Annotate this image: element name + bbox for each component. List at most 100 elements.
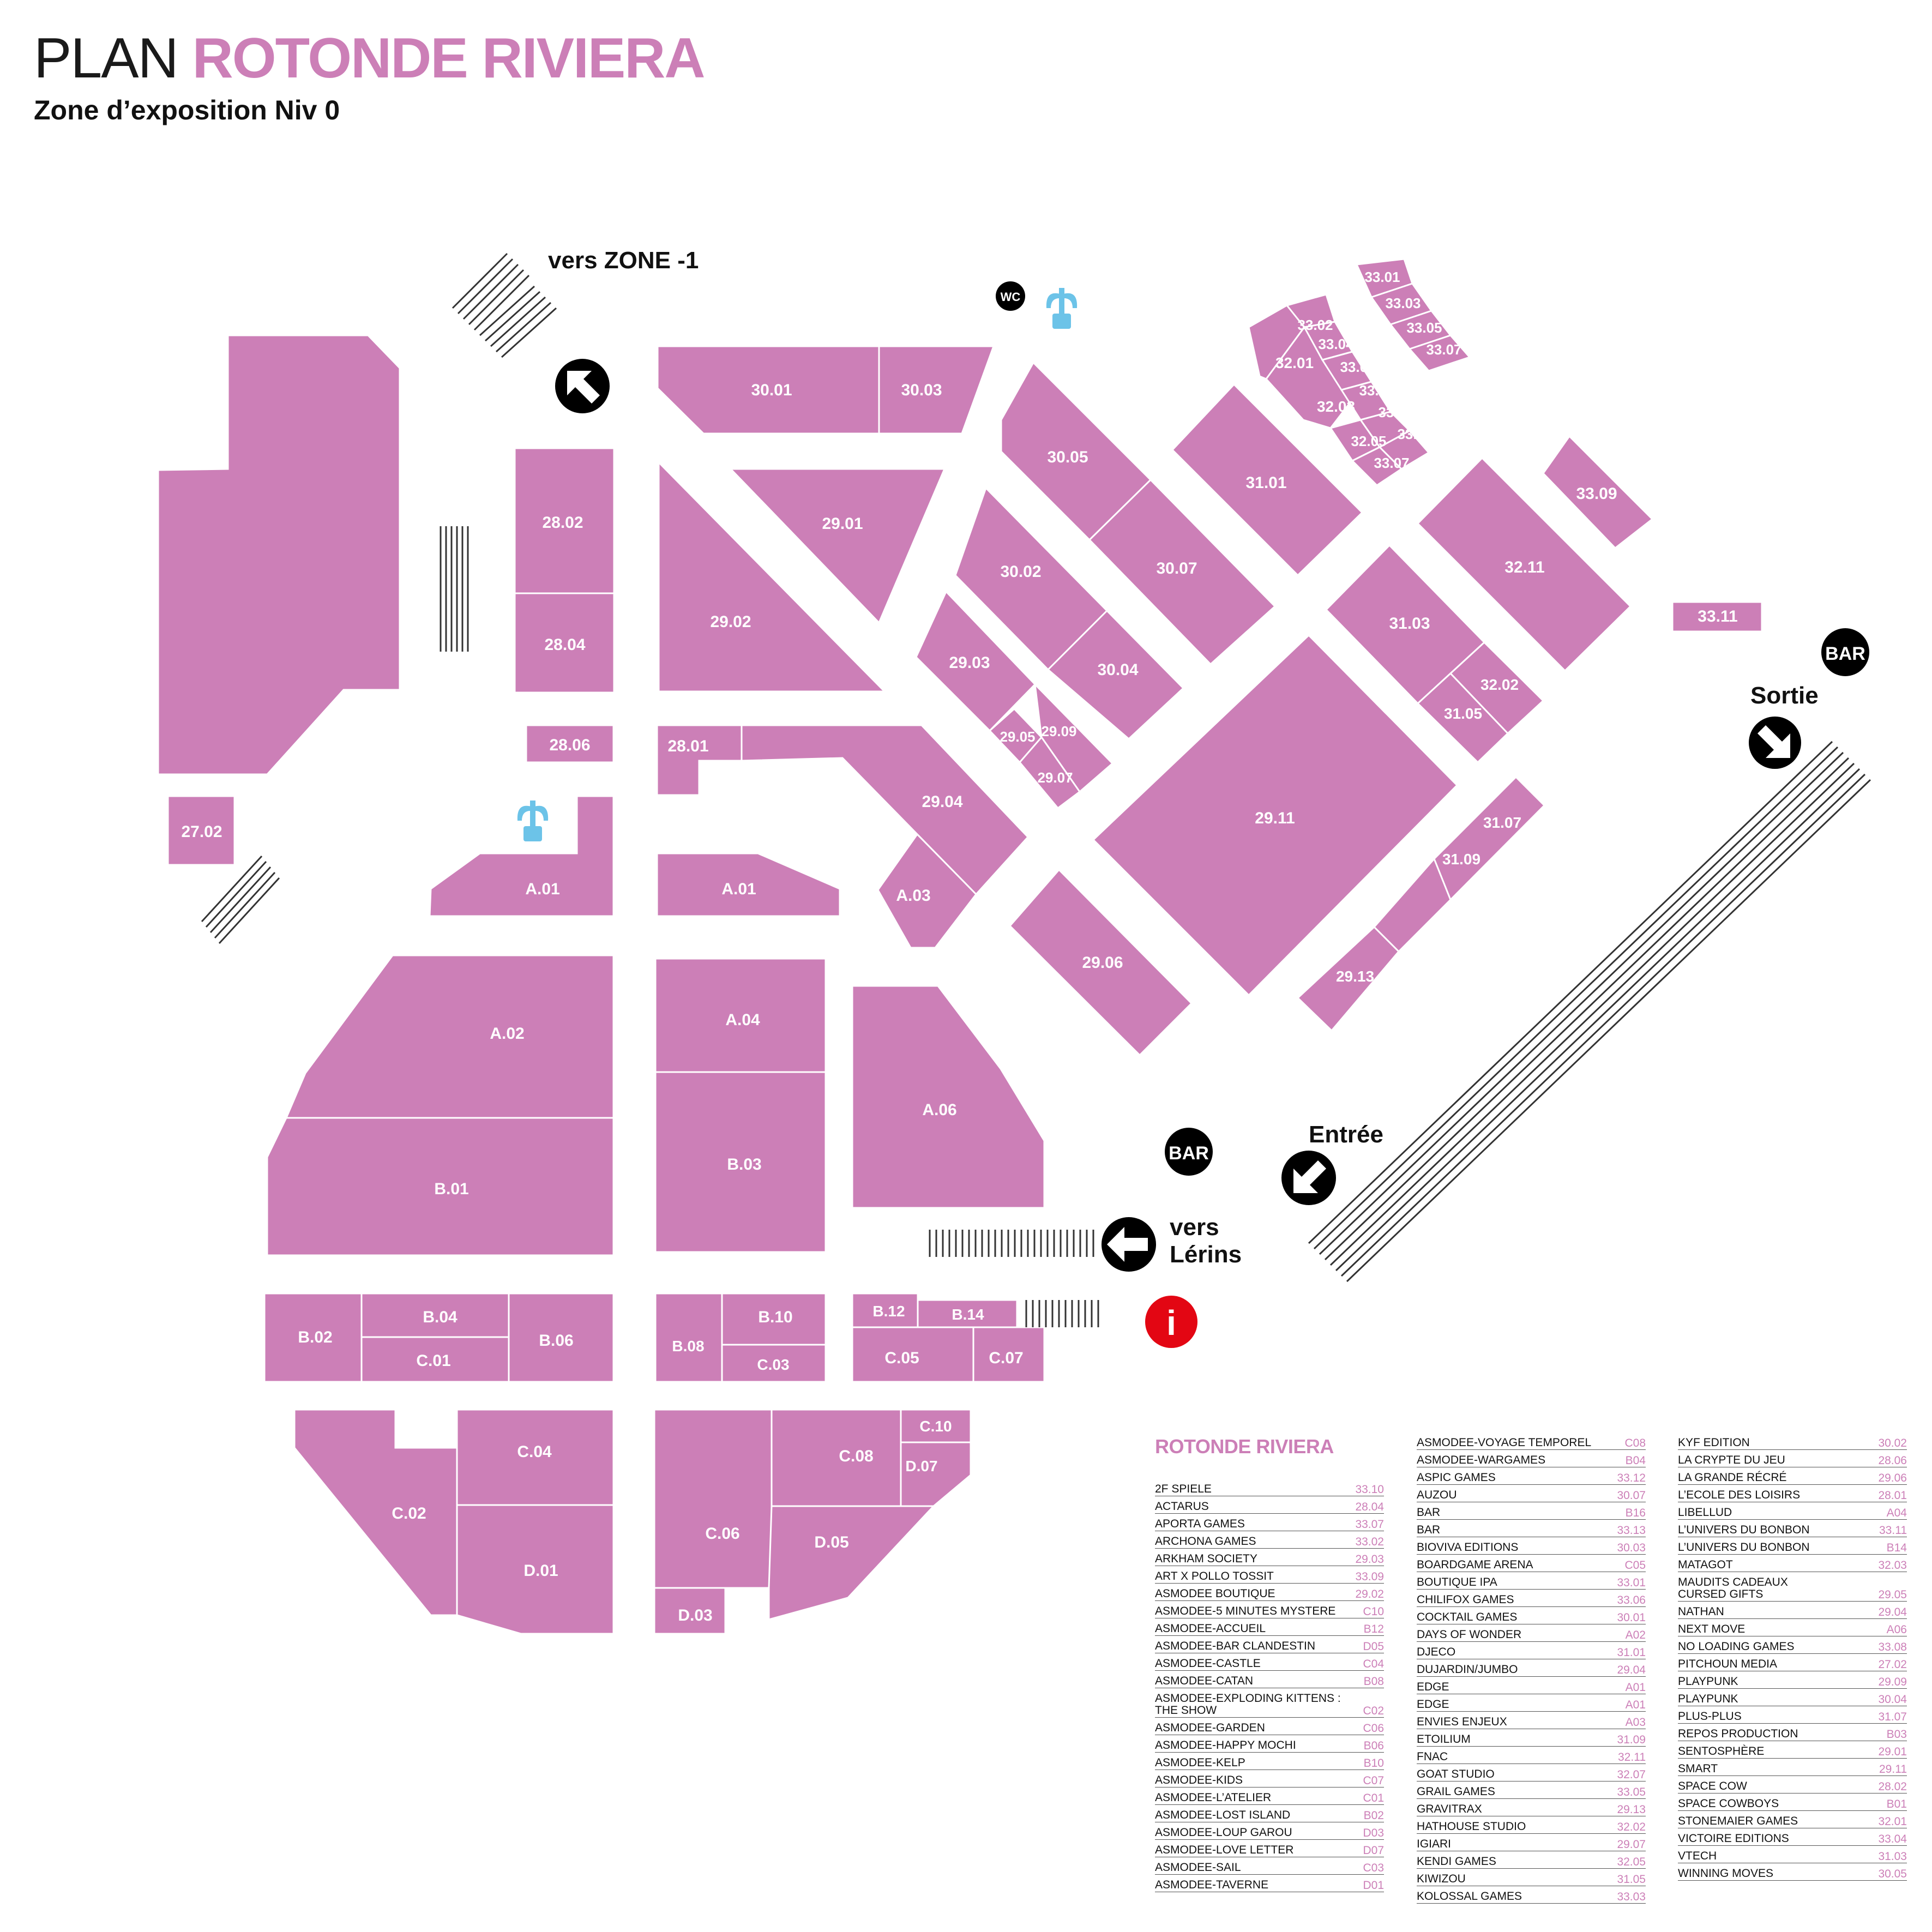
booth-b-08[interactable] (654, 1292, 723, 1383)
booth-30-04[interactable] (1046, 609, 1185, 741)
booth-c-01[interactable] (360, 1336, 510, 1383)
wc-marker[interactable]: WC (996, 281, 1025, 311)
booth-33-07[interactable] (1408, 334, 1471, 372)
booth-30-07[interactable] (1088, 478, 1277, 666)
booth-30-03[interactable] (878, 345, 995, 435)
arrow-lerins[interactable] (1102, 1217, 1156, 1272)
booth-31-01[interactable] (1171, 383, 1364, 577)
booth-a-03[interactable] (877, 833, 977, 949)
booth-c-10[interactable] (900, 1409, 972, 1443)
booth-a-01b[interactable] (656, 852, 841, 917)
booth-27-02[interactable] (167, 795, 236, 866)
booth-d-01[interactable] (456, 1504, 615, 1635)
booth-31-07[interactable] (1433, 775, 1546, 901)
booth-30-05[interactable] (1000, 361, 1152, 541)
booth-b-02[interactable] (263, 1292, 363, 1383)
booth-c-03[interactable] (721, 1344, 827, 1383)
booth-33-09[interactable] (1542, 435, 1654, 550)
booth-b-01[interactable] (266, 1117, 615, 1256)
booth-29-01[interactable] (729, 468, 946, 624)
booth-29-11[interactable] (1092, 634, 1459, 997)
booth-a-06[interactable] (851, 985, 1045, 1209)
arrow-entree[interactable] (1281, 1151, 1336, 1205)
booth-33-07b[interactable] (1351, 446, 1403, 486)
booth-d-05[interactable] (768, 1505, 936, 1621)
booth-32-11[interactable] (1416, 456, 1632, 672)
booth-c-08[interactable] (771, 1409, 902, 1507)
booth-d-07[interactable] (900, 1441, 972, 1507)
booth-28-04[interactable] (514, 592, 615, 694)
booth-c-07[interactable] (972, 1326, 1045, 1383)
booth-29-07[interactable] (1019, 736, 1081, 810)
booth-a-04[interactable] (654, 958, 827, 1073)
arrow-sortie[interactable] (1749, 717, 1801, 769)
info-marker[interactable]: i (1145, 1296, 1197, 1348)
booth-d-03[interactable] (653, 1587, 726, 1635)
booth-b-14[interactable] (917, 1299, 1018, 1328)
booth-28-02[interactable] (514, 447, 615, 594)
booth-29-06[interactable] (1008, 868, 1193, 1057)
booth-33-11[interactable] (1671, 601, 1763, 633)
booth-a-02[interactable] (285, 954, 615, 1119)
booth-c-06[interactable] (653, 1409, 773, 1589)
booth-b-06[interactable] (508, 1292, 615, 1383)
booth-left-hall[interactable] (157, 334, 401, 775)
booth-29-02[interactable] (658, 460, 887, 693)
booth-b-03[interactable] (654, 1071, 827, 1253)
